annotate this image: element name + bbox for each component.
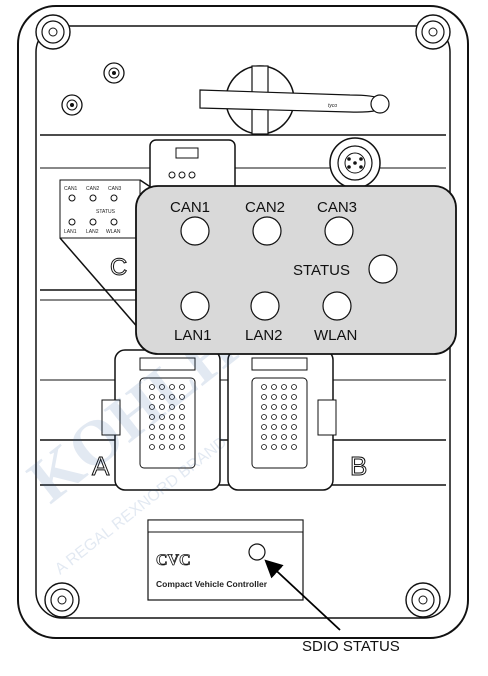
connector-a-body bbox=[101, 349, 221, 491]
mini-led-panel: CAN1 CAN2 CAN3 STATUS LAN1 LAN2 WLAN bbox=[59, 179, 141, 239]
led-lan2 bbox=[250, 291, 280, 321]
corner-screw-bottom-left bbox=[44, 582, 80, 618]
connector-b-body bbox=[227, 349, 337, 491]
antenna-connector-1 bbox=[103, 62, 125, 84]
mini-label-lan1: LAN1 bbox=[64, 229, 77, 235]
led-can2 bbox=[252, 216, 282, 246]
led-wlan bbox=[322, 291, 352, 321]
sdio-status-label: SDIO STATUS bbox=[302, 638, 400, 655]
dust-cap: tyco bbox=[199, 65, 390, 135]
led-detail-panel: CAN1 CAN2 CAN3 STATUS LAN1 LAN2 WLAN bbox=[135, 185, 457, 355]
mini-label-can1: CAN1 bbox=[64, 186, 78, 192]
nameplate: CVC Compact Vehicle Controller bbox=[147, 519, 304, 601]
led-status bbox=[368, 254, 398, 284]
mini-label-status: STATUS bbox=[96, 209, 116, 215]
detail-label-can1: CAN1 bbox=[170, 199, 210, 216]
sdio-status-led bbox=[248, 543, 266, 561]
led-can1 bbox=[180, 216, 210, 246]
mini-label-lan2: LAN2 bbox=[86, 229, 99, 235]
led-can3 bbox=[324, 216, 354, 246]
led-lan1 bbox=[180, 291, 210, 321]
corner-screw-top-right bbox=[415, 14, 451, 50]
zoom-line-bottom bbox=[59, 237, 141, 331]
sdio-arrow bbox=[264, 559, 341, 631]
connector-a-label: A bbox=[92, 451, 110, 481]
detail-label-lan2: LAN2 bbox=[245, 327, 283, 344]
connector-c-label: C bbox=[110, 254, 127, 281]
detail-label-status: STATUS bbox=[293, 262, 350, 279]
round-connector bbox=[329, 137, 381, 189]
mini-label-can3: CAN3 bbox=[108, 186, 122, 192]
corner-screw-top-left bbox=[35, 14, 71, 50]
tyco-brand-label: tyco bbox=[328, 103, 337, 109]
connector-b-label: B bbox=[350, 451, 367, 481]
nameplate-subtitle: Compact Vehicle Controller bbox=[156, 579, 268, 589]
detail-label-lan1: LAN1 bbox=[174, 327, 212, 344]
detail-label-wlan: WLAN bbox=[314, 327, 357, 344]
mini-label-wlan: WLAN bbox=[106, 229, 121, 235]
mini-label-can2: CAN2 bbox=[86, 186, 100, 192]
detail-label-can3: CAN3 bbox=[317, 199, 357, 216]
corner-screw-bottom-right bbox=[405, 582, 441, 618]
nameplate-title: CVC bbox=[156, 552, 191, 569]
antenna-connector-2 bbox=[61, 94, 83, 116]
detail-label-can2: CAN2 bbox=[245, 199, 285, 216]
